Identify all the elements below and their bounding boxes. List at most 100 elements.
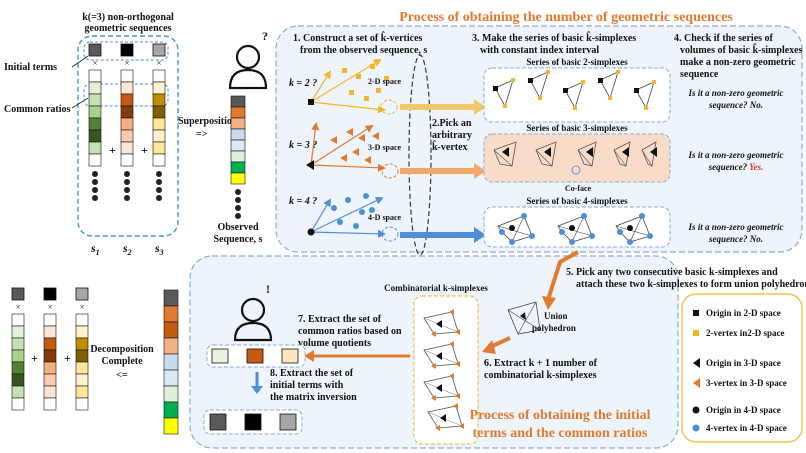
dec3-cell bbox=[75, 361, 89, 375]
observed-label-1: Observed bbox=[217, 222, 259, 233]
seq3-cell bbox=[152, 69, 166, 83]
s2-label: s2 bbox=[122, 241, 132, 257]
vertex-2d bbox=[349, 90, 354, 95]
person-question-icon: ? bbox=[228, 29, 268, 90]
dec2-initial bbox=[43, 287, 57, 301]
observed-cell bbox=[230, 128, 246, 141]
dec2-cell bbox=[43, 349, 57, 363]
svg-text:Origin in 2-D space: Origin in 2-D space bbox=[706, 308, 781, 318]
seq1-cell bbox=[88, 141, 102, 155]
initial-cell-3 bbox=[279, 413, 297, 431]
space-3d-label: 3-D space bbox=[368, 143, 402, 152]
simplex-2d-vertex bbox=[546, 70, 550, 74]
common-ratios-pointer bbox=[71, 97, 89, 109]
dec2-cell bbox=[43, 361, 57, 375]
seq2-cell bbox=[120, 117, 134, 131]
simplex-3d-edge bbox=[493, 149, 513, 167]
q3-line1: Is it a non-zero geometric bbox=[687, 222, 783, 232]
step6-line2: combinatorial k-simplexes bbox=[484, 370, 597, 381]
seq2-dot bbox=[124, 171, 130, 177]
decomposed-cell bbox=[163, 369, 179, 387]
initial-terms-pointer bbox=[71, 55, 89, 68]
combinatorial-vertex bbox=[455, 361, 460, 367]
simplex-4d-edge bbox=[629, 215, 643, 243]
vertex-4d bbox=[331, 205, 337, 211]
union-label-2: polyhedron bbox=[532, 323, 576, 333]
step8-line1: 8. Extract the set of bbox=[270, 368, 354, 379]
dec1-cell bbox=[11, 361, 25, 375]
seq1-times: × bbox=[92, 58, 97, 68]
simplex-2d bbox=[635, 81, 655, 110]
q1-line1: Is it a non-zero geometric bbox=[687, 88, 783, 98]
dec2-cell bbox=[43, 337, 57, 351]
simplex-2d-origin bbox=[563, 88, 568, 93]
simplex-3d-edge bbox=[613, 149, 627, 167]
series-3-box bbox=[483, 133, 671, 183]
dec2-cell bbox=[43, 313, 57, 327]
legend-item-origin-4d: Origin in 4-D space bbox=[692, 405, 781, 415]
dec1-times: × bbox=[15, 302, 20, 312]
combinatorial-vertex bbox=[449, 373, 454, 379]
simplex-4d-edge bbox=[571, 215, 585, 243]
seq1-initial bbox=[88, 43, 102, 57]
simplex-3d-edge bbox=[641, 149, 653, 167]
vertex-4d bbox=[345, 197, 351, 203]
seq2-initial bbox=[120, 43, 134, 57]
vertex-3d bbox=[352, 148, 359, 156]
decomposed-cell bbox=[163, 321, 179, 339]
dec3-cell bbox=[75, 337, 89, 351]
step1-line2: from the observed sequence, s bbox=[300, 45, 427, 56]
step7-arrow-head bbox=[304, 350, 314, 362]
decomposed-cell bbox=[163, 385, 179, 403]
svg-text:!: ! bbox=[266, 282, 270, 296]
step1-line1: 1. Construct a set of k̂-vertices bbox=[293, 31, 423, 44]
simplex-2d-vertex bbox=[573, 106, 577, 110]
dec1-cell bbox=[11, 397, 25, 411]
observed-cell bbox=[230, 172, 246, 185]
dec2-cell bbox=[43, 385, 57, 399]
simplex-3d-origin bbox=[650, 147, 657, 157]
series-3-label: Series of basic 3-simplexes bbox=[526, 123, 628, 133]
simplex-2d-vertex bbox=[581, 80, 585, 84]
observed-cell bbox=[230, 150, 246, 163]
simplex-4d-origin bbox=[509, 225, 515, 231]
vertex-3d bbox=[358, 134, 365, 142]
seq3-cell bbox=[152, 93, 166, 107]
simplex-4d-vertex bbox=[627, 239, 633, 245]
simplex-4d-edge bbox=[557, 225, 593, 237]
coface-label: Co-face bbox=[565, 184, 592, 193]
seq3-cell bbox=[152, 81, 166, 95]
decomposition-arrow: <= bbox=[116, 370, 128, 381]
simplex-2d-vertex bbox=[511, 78, 515, 82]
decomposed-cell bbox=[163, 417, 179, 435]
seq3-times: × bbox=[156, 58, 161, 68]
seq3-initial bbox=[152, 43, 166, 57]
dec1-cell bbox=[11, 373, 25, 387]
dec3-times: × bbox=[79, 302, 84, 312]
seq3-dot bbox=[156, 195, 162, 201]
observed-dot bbox=[235, 189, 241, 195]
simplex-4d-vertex bbox=[521, 213, 527, 219]
picked-vertex-2d bbox=[380, 99, 398, 115]
simplex-4d-edge bbox=[615, 225, 651, 237]
union-polyhedron-shape bbox=[507, 301, 541, 335]
combinatorial-vertex bbox=[453, 403, 458, 409]
dec3-cell bbox=[75, 325, 89, 339]
simplex-2d-vertex bbox=[503, 104, 507, 108]
simplex-2d-vertex bbox=[608, 96, 612, 100]
simplex-2d-origin bbox=[493, 86, 498, 91]
step4-line3: make a non-zero geometric bbox=[680, 57, 796, 68]
space-3d: 3-D space bbox=[306, 122, 402, 179]
combinatorial-vertex bbox=[459, 423, 464, 429]
legend-item-origin-2d: Origin in 2-D space bbox=[693, 308, 781, 318]
seq2-dot bbox=[124, 187, 130, 193]
step7-line3: volume quotients bbox=[298, 338, 371, 349]
simplex-4d-vertex bbox=[589, 233, 595, 239]
space-4d-label: 4-D space bbox=[368, 213, 402, 222]
combinatorial-origin bbox=[436, 352, 442, 360]
k4-label: k = 4 ? bbox=[289, 196, 317, 207]
simplex-4d-vertex bbox=[509, 239, 515, 245]
observed-cell bbox=[230, 117, 246, 130]
superposition-arrow: => bbox=[196, 129, 208, 140]
